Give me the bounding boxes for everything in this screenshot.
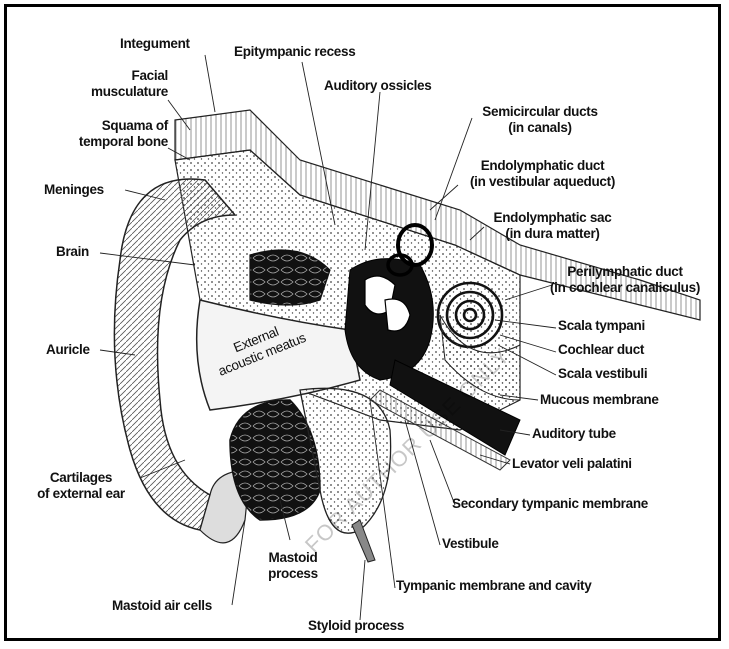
label-cochlear-duct: Cochlear duct (558, 342, 644, 358)
label-levator-veli-palatini: Levator veli palatini (512, 456, 632, 472)
label-meninges: Meninges (44, 182, 104, 198)
label-perilymphatic-duct: Perilymphatic duct (in cochlear canalicu… (530, 264, 720, 296)
label-brain: Brain (56, 244, 89, 260)
label-mucous-membrane: Mucous membrane (540, 392, 659, 408)
label-auditory-ossicles: Auditory ossicles (324, 78, 431, 94)
label-endolymphatic-duct: Endolymphatic duct (in vestibular aquedu… (455, 158, 630, 190)
label-facial-musculature: Facial musculature (80, 68, 168, 100)
label-secondary-tympanic-membrane: Secondary tympanic membrane (452, 496, 648, 512)
label-scala-vestibuli: Scala vestibuli (558, 366, 647, 382)
label-integument: Integument (120, 36, 190, 52)
label-squama: Squama of temporal bone (60, 118, 168, 150)
label-semicircular-ducts: Semicircular ducts (in canals) (470, 104, 610, 136)
label-auricle: Auricle (46, 342, 90, 358)
label-epitympanic-recess: Epitympanic recess (234, 44, 355, 60)
label-cartilages: Cartilages of external ear (20, 470, 142, 502)
label-vestibule: Vestibule (442, 536, 499, 552)
label-styloid-process: Styloid process (308, 618, 404, 634)
label-endolymphatic-sac: Endolymphatic sac (in dura matter) (480, 210, 625, 242)
label-scala-tympani: Scala tympani (558, 318, 645, 334)
label-mastoid-air-cells: Mastoid air cells (112, 598, 212, 614)
label-tympanic-membrane-cavity: Tympanic membrane and cavity (396, 578, 591, 594)
label-auditory-tube: Auditory tube (532, 426, 616, 442)
